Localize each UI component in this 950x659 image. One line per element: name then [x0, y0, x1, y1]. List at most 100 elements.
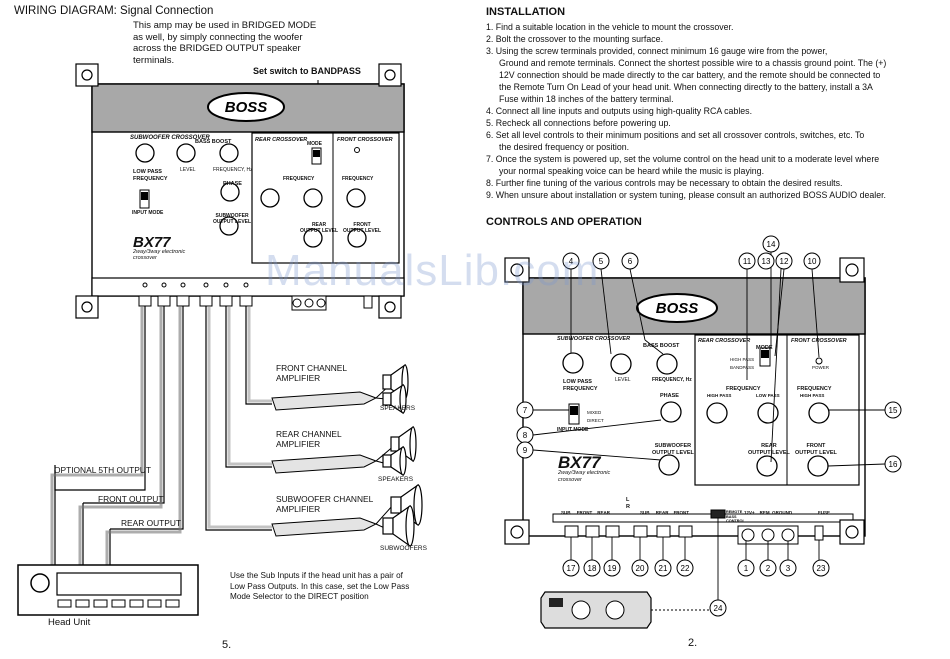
- sub-section-label: SUBWOOFER CROSSOVER: [130, 135, 210, 141]
- front-frequency-label: FREQUENCY: [342, 176, 374, 182]
- page-number-left: 5.: [222, 639, 232, 651]
- callout-23: 23: [817, 564, 826, 573]
- step: 3. Using the screw terminals provided, c…: [486, 46, 828, 56]
- callout-21: 21: [659, 564, 668, 573]
- callout-5: 5: [599, 257, 604, 266]
- outputs-label: OUTPUTS: [654, 516, 674, 521]
- front-section-label: FRONT CROSSOVER: [337, 137, 393, 143]
- phase-label-2: PHASE: [660, 393, 679, 399]
- power-label: POWER: [812, 365, 830, 370]
- head-unit-label: Head Unit: [48, 617, 91, 628]
- front-output-label: FRONT OUTPUT: [98, 494, 164, 504]
- step: 12V connection should be made directly t…: [499, 70, 881, 80]
- callout-18: 18: [588, 564, 597, 573]
- installation-steps: 1. Find a suitable location in the vehic…: [486, 21, 941, 201]
- rear-section-label-2: REAR CROSSOVER: [698, 338, 751, 344]
- callout-9: 9: [523, 446, 528, 455]
- callout-24: 24: [714, 604, 723, 613]
- callout-4: 4: [569, 257, 574, 266]
- frequency-label: FREQUENCY: [283, 176, 315, 182]
- boss-logo: BOSS: [225, 99, 268, 116]
- callout-7: 7: [523, 406, 528, 415]
- mode-label: MODE: [307, 141, 322, 147]
- front-frequency-label-2: FREQUENCY: [797, 386, 832, 392]
- wiring-diagram-title: WIRING DIAGRAM: Signal Connection: [14, 5, 214, 17]
- step: Ground and remote terminals. Connect the…: [499, 58, 887, 68]
- front-high-pass-label: HIGH PASS: [800, 393, 825, 398]
- level-label-2: LEVEL: [615, 377, 631, 383]
- callout-8: 8: [523, 431, 528, 440]
- controls-heading: CONTROLS AND OPERATION: [486, 216, 642, 228]
- installation-heading: INSTALLATION: [486, 6, 566, 18]
- speakers-label-2: SPEAKERS: [378, 476, 414, 483]
- rear-section-label: REAR CROSSOVER: [255, 137, 308, 143]
- step: 9. When unsure about installation or sys…: [486, 190, 886, 200]
- jack-labels: SUB FRONT REAR: [561, 510, 611, 515]
- mode-label-2: MODE: [756, 345, 773, 351]
- phase-label: PHASE: [223, 181, 242, 187]
- watermark: ManualsLib.com: [265, 246, 600, 295]
- freq-hz-label: FREQUENCY, Hz: [213, 167, 253, 173]
- set-switch-note: Set switch to BANDPASS: [253, 66, 361, 76]
- callout-16: 16: [889, 460, 898, 469]
- low-pass-label: LOW PASS: [756, 393, 780, 398]
- callout-17: 17: [567, 564, 576, 573]
- high-pass-label: HIGH PASS: [707, 393, 732, 398]
- step: 1. Find a suitable location in the vehic…: [486, 22, 734, 32]
- callout-22: 22: [681, 564, 690, 573]
- bridged-mode-note: This amp may be used in BRIDGED MODE as …: [133, 20, 317, 66]
- callout-19: 19: [608, 564, 617, 573]
- speakers-label-1: SPEAKERS: [380, 405, 416, 412]
- step: 8. Further fine tuning of the various co…: [486, 178, 843, 188]
- step: the Remote Turn On Lead of your head uni…: [499, 82, 873, 92]
- step: 2. Bolt the crossover to the mounting su…: [486, 34, 664, 44]
- step: 7. Once the system is powered up, set th…: [486, 154, 880, 164]
- wiring-diagram: BOSS: [17, 63, 423, 616]
- callout-10: 10: [808, 257, 817, 266]
- callout-3: 3: [786, 564, 791, 573]
- rear-output-label: REAR OUTPUT: [121, 518, 182, 528]
- model-name-2: BX77: [558, 453, 601, 472]
- callout-14: 14: [767, 240, 776, 249]
- callout-11: 11: [743, 257, 752, 266]
- callout-2: 2: [766, 564, 771, 573]
- inputs-label: INPUTS: [578, 516, 593, 521]
- frequency-label-2: FREQUENCY: [726, 386, 761, 392]
- fuse-label: FUSE: [818, 510, 831, 515]
- callout-12: 12: [780, 257, 789, 266]
- callout-20: 20: [636, 564, 645, 573]
- sub-section-label-2: SUBWOOFER CROSSOVER: [557, 336, 631, 342]
- model-name: BX77: [133, 234, 171, 251]
- step: 6. Set all level controls to their minim…: [486, 130, 865, 140]
- mount-foot: [75, 63, 402, 319]
- step: Fuse within 18 inches of the battery ter…: [499, 94, 674, 104]
- callout-13: 13: [762, 257, 771, 266]
- front-section-label-2: FRONT CROSSOVER: [791, 338, 847, 344]
- step: the desired frequency or position.: [499, 142, 630, 152]
- input-mode-label: INPUT MODE: [132, 210, 164, 216]
- level-label: LEVEL: [180, 167, 196, 173]
- subwoofers-label: SUBWOOFERS: [380, 545, 427, 552]
- sub-inputs-note: Use the Sub Inputs if the head unit has …: [230, 571, 410, 601]
- controls-diagram: BOSS: [504, 235, 902, 629]
- step: 4. Connect all line inputs and outputs u…: [486, 106, 753, 116]
- bass-boost-label-2: BASS BOOST: [643, 343, 680, 349]
- freq-hz-label-2: FREQUENCY, Hz: [652, 377, 692, 383]
- page-number-right: 2.: [688, 637, 698, 649]
- input-mode-label-2: INPUT MODE: [557, 427, 589, 433]
- callout-6: 6: [628, 257, 633, 266]
